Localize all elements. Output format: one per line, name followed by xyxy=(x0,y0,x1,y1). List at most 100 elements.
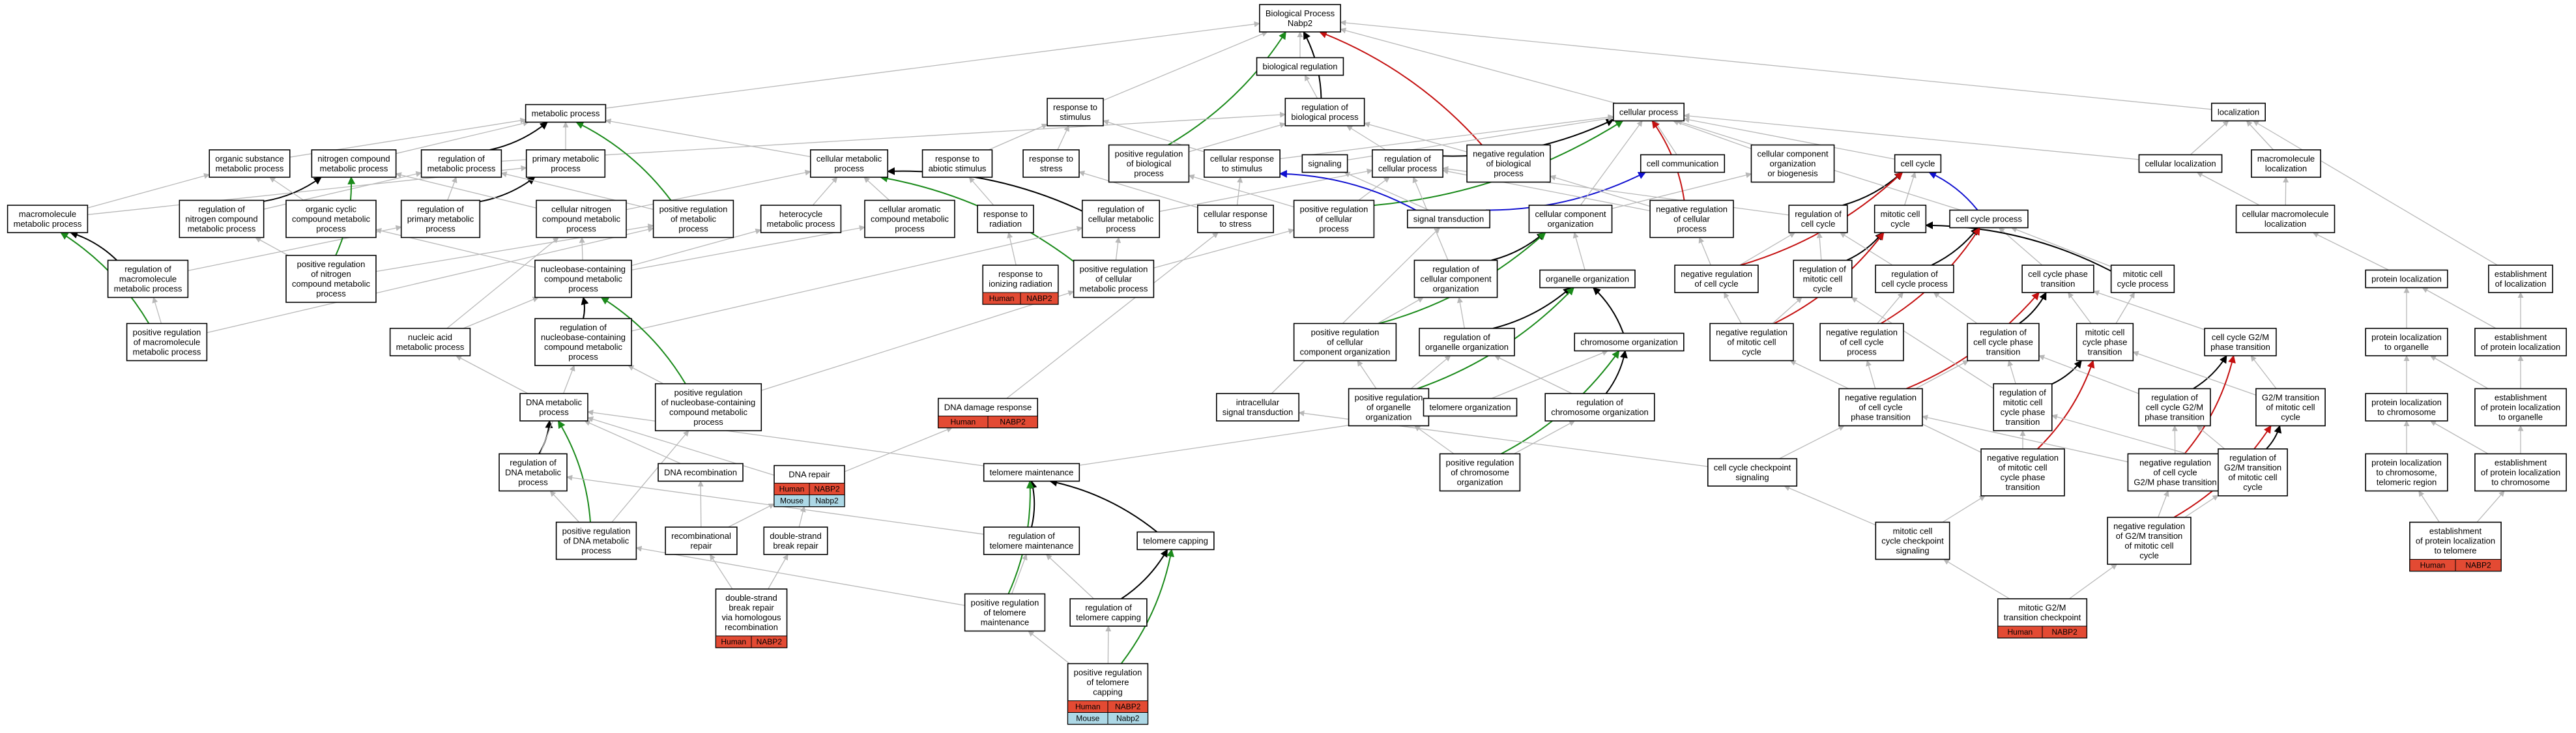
go-term-node-regnucleo[interactable]: regulation ofnucleobase-containingcompou… xyxy=(534,318,632,366)
go-term-node-cellcycle[interactable]: cell cycle xyxy=(1894,154,1942,173)
go-term-node-ccproc[interactable]: cell cycle process xyxy=(1949,209,2029,229)
go-term-node-cellcomm[interactable]: cell communication xyxy=(1640,154,1726,173)
go-term-node-dnarecomb[interactable]: DNA recombination xyxy=(658,463,744,482)
go-term-node-signaling[interactable]: signaling xyxy=(1301,154,1348,173)
go-term-node-sigtrans[interactable]: signal transduction xyxy=(1406,209,1491,229)
go-term-node-metab[interactable]: metabolic process xyxy=(525,104,607,123)
go-term-node-telcap[interactable]: telomere capping xyxy=(1136,531,1215,551)
go-term-node-cellp[interactable]: cellular process xyxy=(1613,102,1685,122)
go-term-node-telmaint[interactable]: telomere maintenance xyxy=(983,463,1080,482)
go-term-node-telorg[interactable]: telomere organization xyxy=(1423,397,1518,417)
go-term-node-protloc[interactable]: protein localization xyxy=(2365,269,2448,289)
go-term-node-loc[interactable]: localization xyxy=(2211,102,2266,122)
go-term-node-cellloc[interactable]: cellular localization xyxy=(2138,154,2223,173)
go-term-node-chromorg[interactable]: chromosome organization xyxy=(1574,332,1685,352)
go-term-node-breg[interactable]: biological regulation xyxy=(1256,57,1344,76)
go-term-node-orgorg[interactable]: organelle organization xyxy=(1539,269,1636,289)
